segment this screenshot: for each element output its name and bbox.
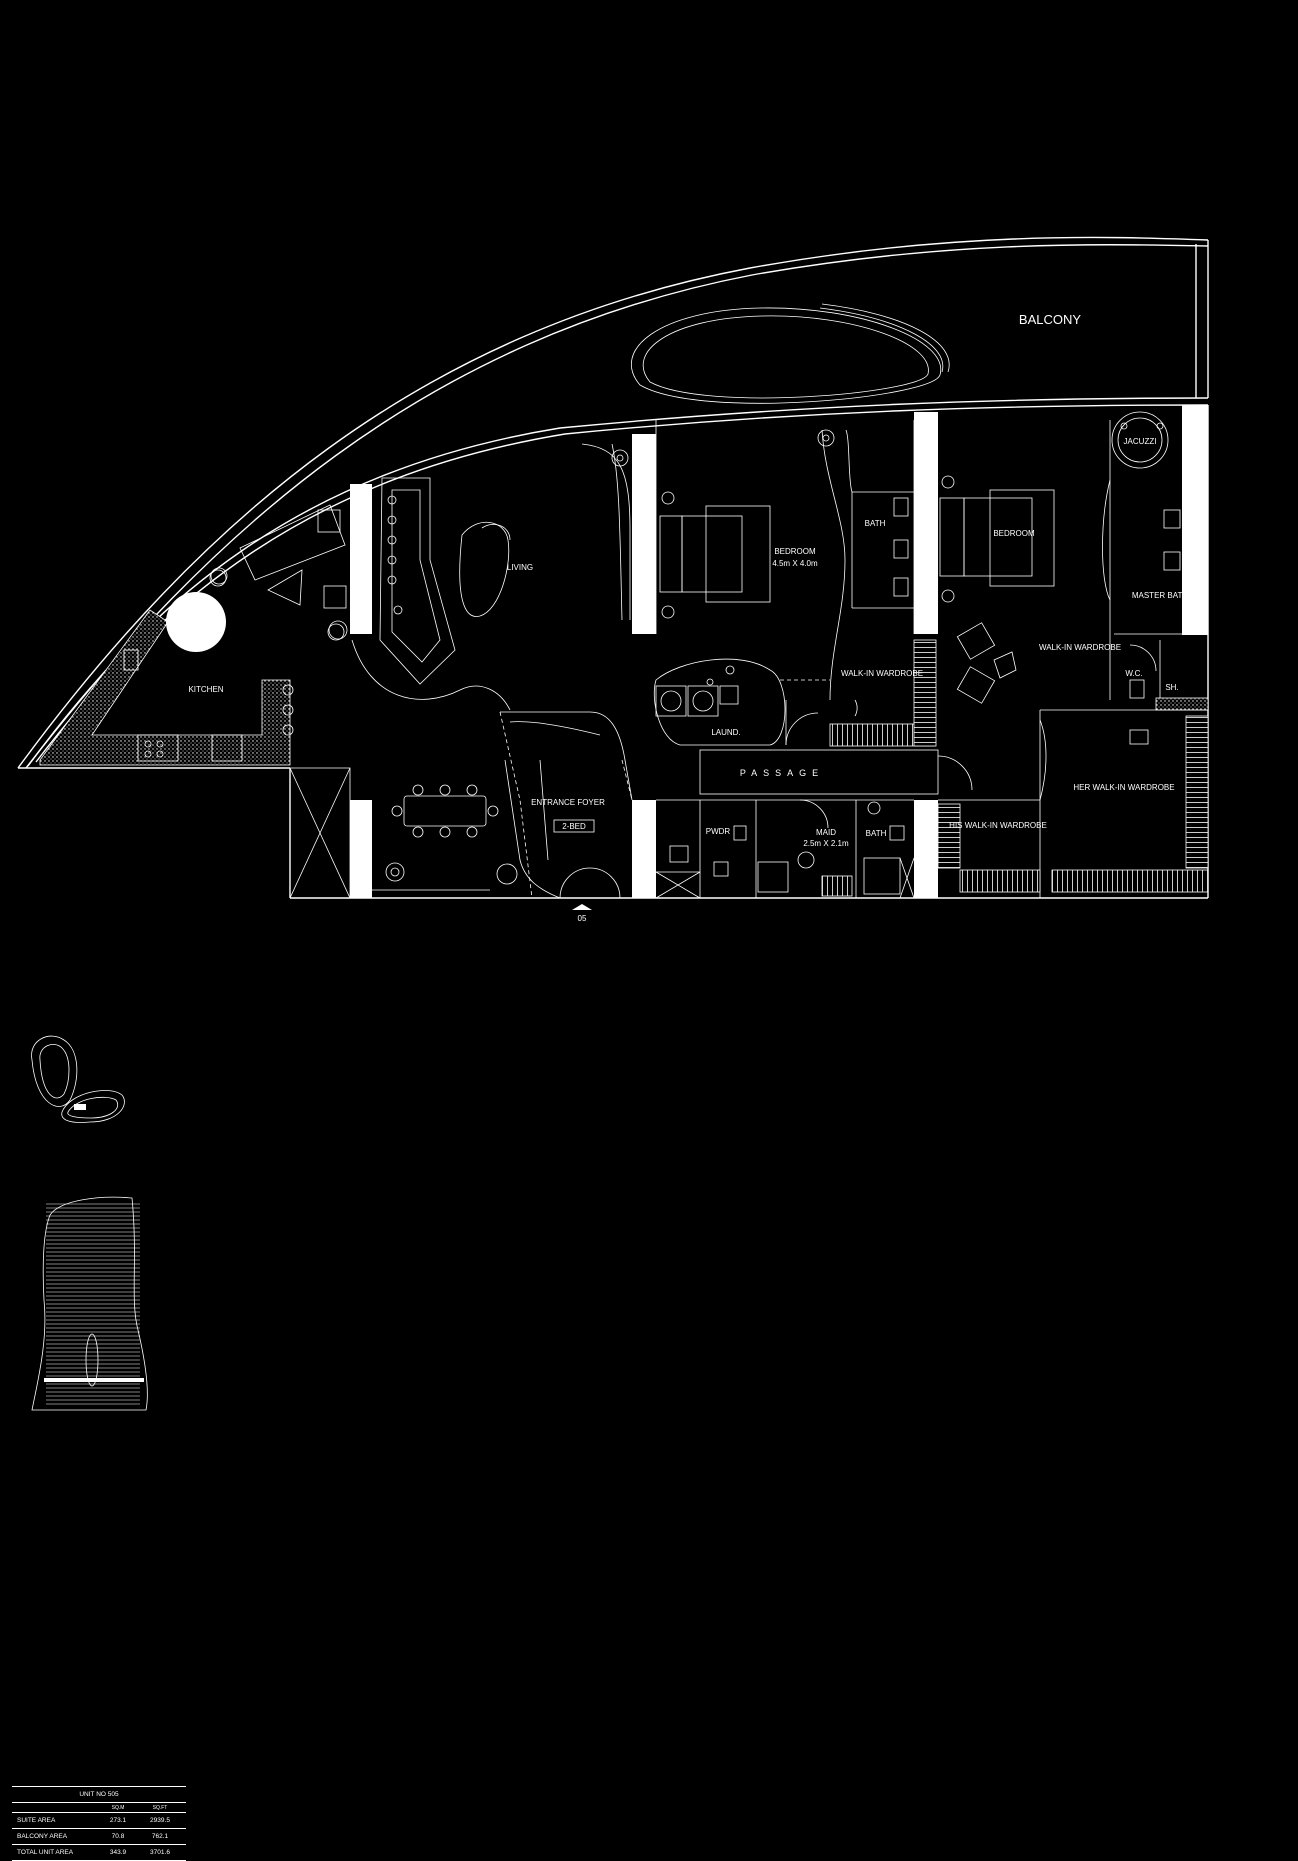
entry-arrow-icon <box>572 904 592 910</box>
wc-label: W.C. <box>1125 669 1142 678</box>
area-sqft: 2939.5 <box>150 1817 170 1824</box>
area-sqft: 762.1 <box>151 1833 169 1840</box>
walkin-1-label: WALK-IN WARDROBE <box>841 669 923 678</box>
living-label: LIVING <box>507 563 533 572</box>
type-badge: 2-BED <box>562 822 586 831</box>
service-rooms: PWDR MAID 2.5m X 2.1m BATH <box>655 799 915 899</box>
area-table: UNIT NO 505 SQ.M SQ.FT SUITE AREA 273.1 … <box>12 1786 186 1861</box>
key-plan-towers <box>31 1035 125 1123</box>
area-table-units: SQ.M SQ.FT <box>12 1803 186 1813</box>
entrance-area: ENTRANCE FOYER 2-BED 05 <box>499 711 633 923</box>
kitchen-label: KITCHEN <box>188 685 223 694</box>
bedroom-2-label: BEDROOM <box>993 529 1035 538</box>
shower-label: SH. <box>1165 683 1178 692</box>
bedroom-1-size: 4.5m X 4.0m <box>772 559 818 568</box>
area-label: TOTAL UNIT AREA <box>17 1849 74 1856</box>
bath-1-label: BATH <box>865 519 886 528</box>
area-label: BALCONY AREA <box>17 1833 68 1840</box>
balcony-planter <box>630 303 950 404</box>
structural-columns <box>350 405 1208 898</box>
passage-area: PASSAGE <box>699 749 973 795</box>
balcony-label: BALCONY <box>1019 312 1081 327</box>
area-row-total: TOTAL UNIT AREA 343.9 3701.6 <box>12 1845 186 1861</box>
unit-sqm: SQ.M <box>111 1804 125 1811</box>
floor-plan: KITCHEN LIVING <box>17 236 1209 1411</box>
laundry-area: LAUND. <box>653 658 830 746</box>
master-bath-label: MASTER BATH <box>1132 591 1189 600</box>
area-label: SUITE AREA <box>17 1817 56 1824</box>
area-row-balcony: BALCONY AREA 70.8 762.1 <box>12 1829 186 1845</box>
bath-2-label: BATH <box>866 829 887 838</box>
her-walkin-label: HER WALK-IN WARDROBE <box>1073 783 1174 792</box>
walkin-wardrobe-1: WALK-IN WARDROBE <box>829 639 937 747</box>
living-area: LIVING <box>210 477 533 711</box>
powder-label: PWDR <box>706 827 731 836</box>
bath-1: BATH <box>845 420 915 634</box>
kitchen-area: KITCHEN <box>39 592 294 766</box>
entrance-label: ENTRANCE FOYER <box>531 798 605 807</box>
jacuzzi-label: JACUZZI <box>1124 437 1157 446</box>
area-row-suite: SUITE AREA 273.1 2939.5 <box>12 1813 186 1829</box>
bedroom-1-label: BEDROOM <box>774 547 816 556</box>
plant-icons <box>209 429 835 877</box>
passage-label: PASSAGE <box>740 768 824 778</box>
area-sqm: 273.1 <box>109 1817 127 1824</box>
bedroom-2: BEDROOM WALK-IN WARDROBE <box>939 420 1121 704</box>
walkin-2-label: WALK-IN WARDROBE <box>1039 643 1121 652</box>
laundry-label: LAUND. <box>711 728 740 737</box>
his-her-wardrobes: HER WALK-IN WARDROBE HIS WALK-IN WARDROB… <box>937 709 1209 898</box>
maid-label: MAID <box>816 828 836 837</box>
area-table-title: UNIT NO 505 <box>12 1786 186 1803</box>
area-sqm: 70.8 <box>111 1833 125 1840</box>
entry-marker: 05 <box>578 914 587 923</box>
unit-sqft: SQ.FT <box>152 1804 168 1811</box>
area-sqft: 3701.6 <box>150 1849 170 1856</box>
bedroom-1: BEDROOM 4.5m X 4.0m <box>581 420 846 701</box>
outer-walls <box>17 236 1209 899</box>
maid-size: 2.5m X 2.1m <box>803 839 849 848</box>
area-sqm: 343.9 <box>109 1849 127 1856</box>
master-bath: JACUZZI MASTER BATH W.C. SH. <box>1111 411 1209 711</box>
his-walkin-label: HIS WALK-IN WARDROBE <box>949 821 1047 830</box>
key-plan-elevation <box>31 1196 148 1411</box>
dining-area <box>289 767 518 899</box>
